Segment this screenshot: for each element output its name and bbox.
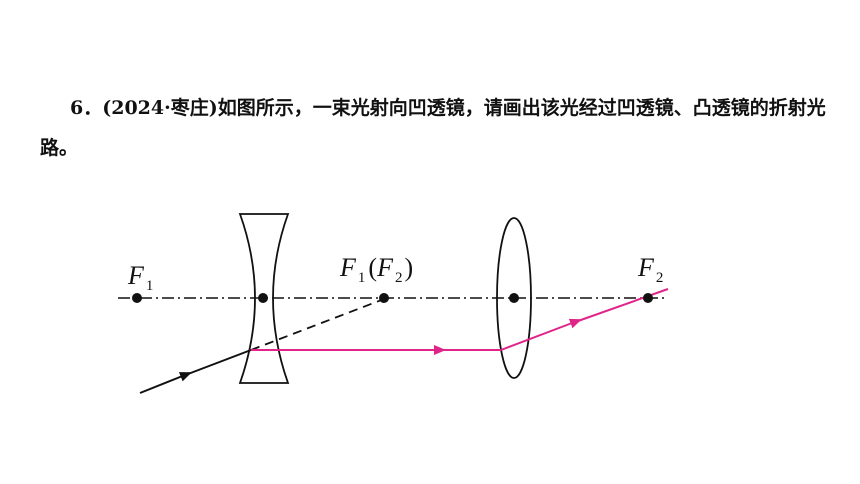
concave-lens — [238, 213, 290, 384]
convex-lens-center — [509, 293, 519, 303]
question-text: 6．(2024·枣庄)如图所示，一束光射向凹透镜，请画出该光经过凹透镜、凸透镜的… — [40, 88, 830, 168]
focal-point-f1-f2-mid — [379, 293, 389, 303]
refracted-ray-convex — [500, 318, 582, 351]
incident-ray — [139, 372, 192, 394]
question-number: 6． — [70, 97, 103, 119]
incident-ray-continued — [187, 349, 252, 375]
question-source: (2024·枣庄) — [102, 97, 218, 119]
convex-lens — [496, 217, 532, 379]
dashed-extension — [250, 298, 385, 351]
refracted-ray-convex-continued — [577, 288, 669, 322]
focal-point-f2-right — [643, 293, 653, 303]
concave-lens-center — [258, 293, 268, 303]
question-body: 如图所示，一束光射向凹透镜，请画出该光经过凹透镜、凸透镜的折射光路。 — [40, 97, 826, 159]
focal-point-f1-left — [132, 293, 142, 303]
